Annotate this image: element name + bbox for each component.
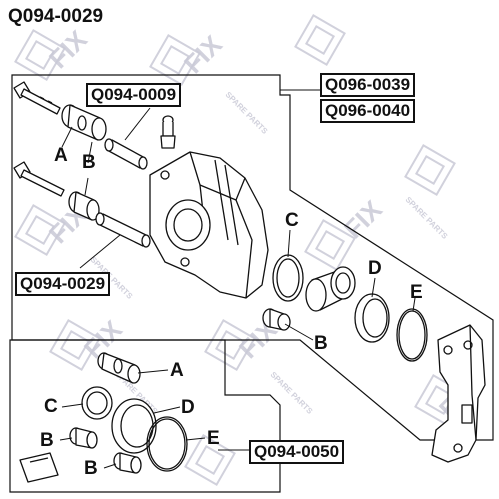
label-kit-d: D [181,397,195,418]
label-kit-a: A [170,360,184,381]
bushing-b [262,308,291,331]
watermark-brand: FIX [43,24,93,74]
label-c: C [285,210,299,231]
label-kit-c: C [44,396,58,417]
caliper-housing [149,151,269,299]
watermark-brand: FIX [178,29,228,79]
label-a: A [54,145,68,166]
label-kit-e: E [207,428,220,449]
part-number-caliper-2: Q096-0040 [320,99,416,123]
guide-pin-b [95,212,151,248]
watermark-tagline: SPARE PARTS [224,90,270,136]
part-number-repair-kit: Q094-0050 [249,440,345,464]
kit-dust-boot-d [111,398,157,454]
leader-lines [59,89,416,469]
guide-pin-a [104,138,148,170]
kit-ring-e [146,416,188,472]
caliper-bracket [431,324,486,463]
kit-bushing-b1 [69,427,98,449]
kit-grease-sachet [19,452,59,483]
boot-a [61,104,107,141]
kit-seal-c [81,386,113,420]
dust-boot-d [354,293,390,343]
guide-bolt-b [13,161,65,197]
watermark-tagline: SPARE PARTS [404,195,450,241]
page-title: Q094-0029 [8,6,104,27]
part-number-caliper-1: Q096-0039 [320,73,416,97]
part-number-pin-a: Q094-0009 [86,83,182,107]
kit-bushing-b2 [113,452,142,474]
piston-ring-e [396,308,428,362]
kit-boot-a [97,352,141,384]
repair-kit-frame [9,339,281,493]
piston-seal-c [272,254,304,302]
part-number-pin-b: Q094-0029 [15,272,111,296]
guide-bolt-a [13,81,61,115]
label-b: B [82,152,96,173]
piston [305,266,356,312]
watermark-tagline: SPARE PARTS [269,370,315,416]
label-d: D [368,258,382,279]
bleeder-screw [160,115,176,149]
label-kit-b1: B [40,430,54,451]
label-kit-b2: B [84,458,98,479]
label-e: E [410,282,423,303]
label-b-bushing: B [314,333,328,354]
boot-b [68,191,100,221]
